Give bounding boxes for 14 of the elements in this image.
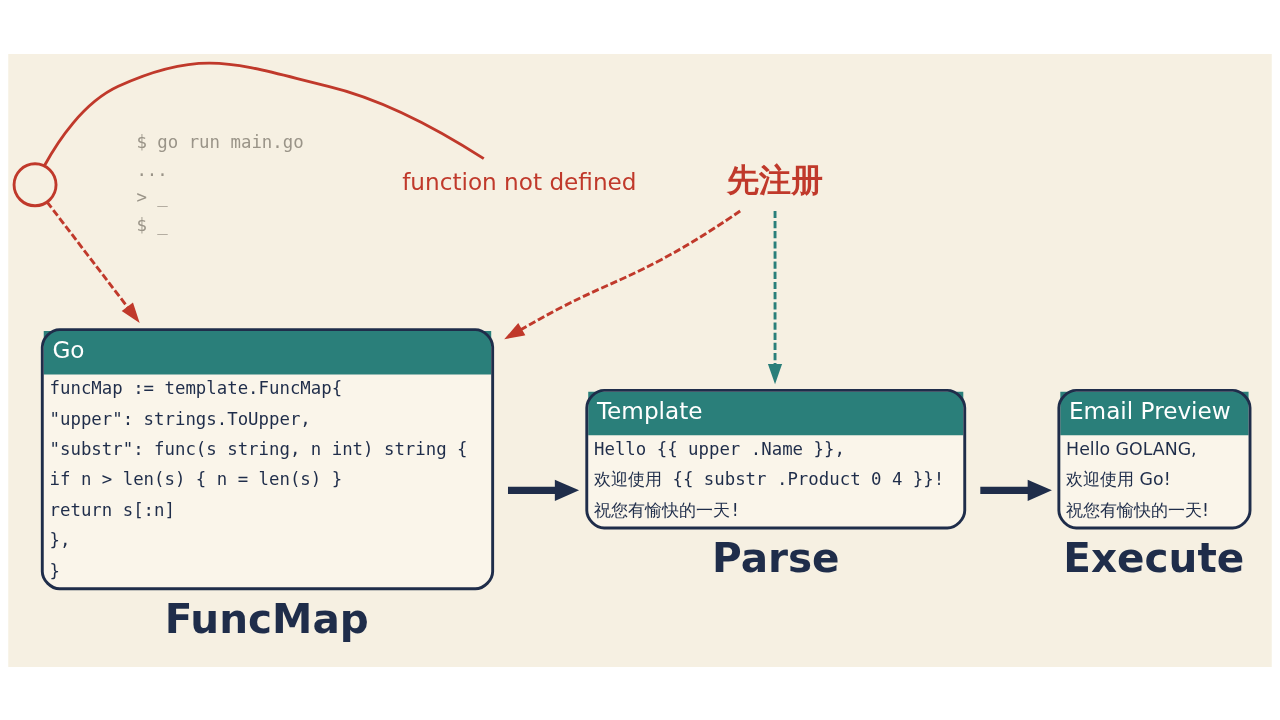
connector: [43, 61, 485, 166]
arrow: [504, 209, 741, 339]
node-label: Parse: [712, 533, 840, 582]
node-label: FuncMap: [164, 594, 369, 643]
label: ...: [136, 159, 168, 180]
label: $ go run main.go: [136, 131, 304, 152]
arrow: [767, 210, 783, 384]
node-text: function not defined: [402, 168, 637, 195]
node-text: 先注册: [727, 160, 824, 199]
label: > _: [136, 186, 168, 207]
node-label: Execute: [1063, 533, 1245, 582]
node-circle: [12, 161, 58, 207]
label: $ _: [136, 214, 168, 235]
arrow: [46, 200, 140, 323]
